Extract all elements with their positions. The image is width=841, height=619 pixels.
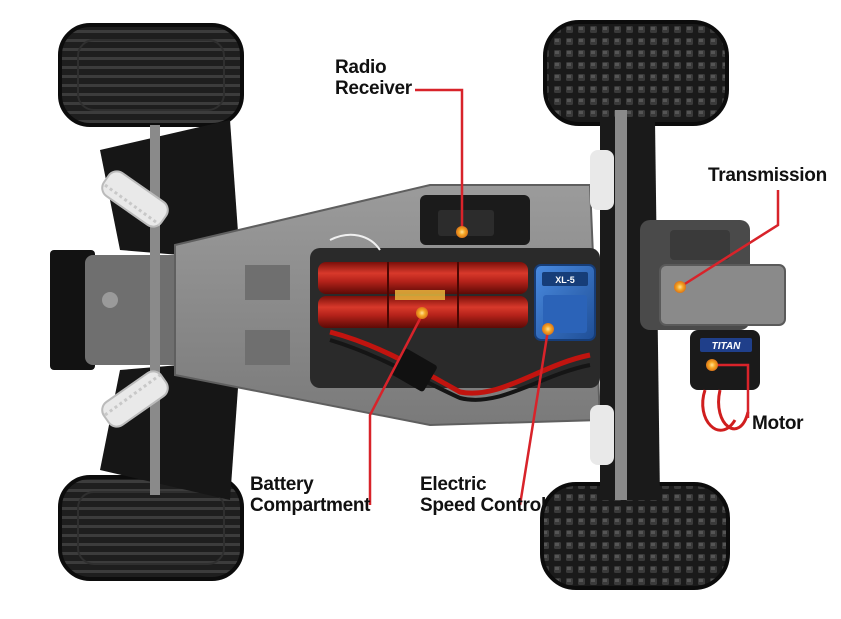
leader-battery-compartment [368,314,424,505]
leader-electric-speed-control [518,329,550,506]
marker-battery-compartment [416,307,428,319]
wiring [329,233,701,402]
label-electric-speed-control: Electric Speed Control [420,474,546,516]
callout-markers [416,226,718,371]
marker-transmission [674,281,686,293]
callout-leaders [368,88,780,506]
label-motor: Motor [752,413,804,434]
motor-unit: TITAN [690,330,760,432]
motor-badge: TITAN [712,341,741,352]
front-shock-top [101,170,169,228]
label-electric-speed-control-line-2: Speed Control [420,495,546,516]
front-left-tire [58,23,244,127]
label-transmission-line-1: Transmission [708,165,827,186]
label-radio-receiver-line-1: Radio [335,57,387,78]
front-suspension [50,120,240,500]
rear-left-tire [543,20,729,126]
front-shock-bottom [101,370,169,428]
label-battery-compartment-line-1: Battery [250,474,314,495]
label-transmission: Transmission [708,165,827,186]
label-radio-receiver: Radio Receiver [335,57,412,99]
receiver-box [420,195,530,245]
marker-electric-speed-control [542,323,554,335]
label-battery-compartment: Battery Compartment [250,474,371,516]
rear-suspension [590,110,660,500]
label-radio-receiver-line-2: Receiver [335,78,412,99]
esc-unit: XL-5 [534,264,596,341]
label-battery-compartment-line-2: Compartment [250,495,371,516]
leader-radio-receiver [415,88,464,230]
leader-motor [712,363,750,418]
label-motor-line-1: Motor [752,413,804,434]
marker-motor [706,359,718,371]
marker-radio-receiver [456,226,468,238]
label-electric-speed-control-line-1: Electric [420,474,487,495]
leader-transmission [679,190,780,289]
transmission-housing [640,220,786,330]
esc-badge: XL-5 [555,275,575,285]
